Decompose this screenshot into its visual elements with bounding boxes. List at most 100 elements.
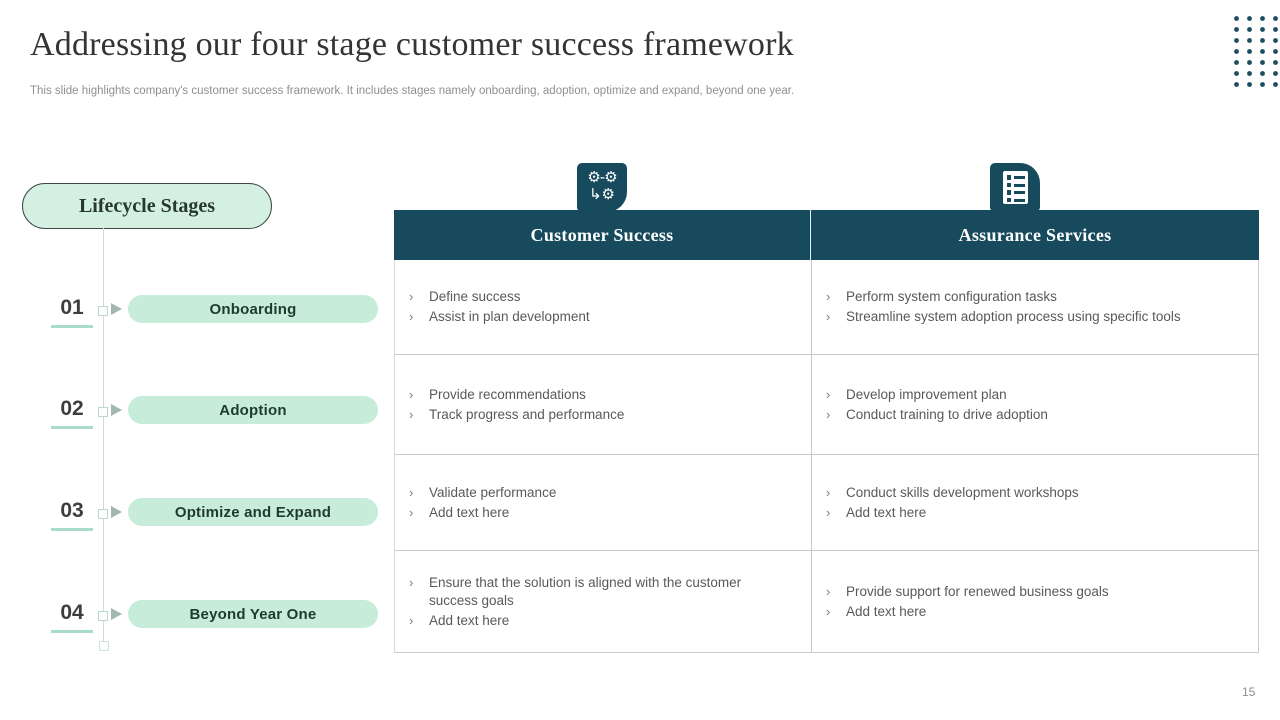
stage-number-underline	[51, 528, 93, 531]
bullet-chevron-icon: ›	[409, 406, 414, 422]
bullet-chevron-icon: ›	[826, 603, 831, 619]
stage-row-optimize-and-expand: 03 Optimize and Expand	[0, 498, 385, 538]
checklist-paper	[1002, 171, 1028, 204]
dot-grid-decoration	[1226, 10, 1279, 88]
table-cell-customer-success: › Provide recommendations › Track progress…	[395, 355, 812, 454]
stage-marker-square	[98, 407, 108, 417]
bullet-item: › Perform system configuration tasks	[812, 288, 1248, 306]
lifecycle-stages-pill: Lifecycle Stages	[22, 183, 272, 229]
table-row: › Ensure that the solution is aligned wit…	[395, 551, 1258, 653]
bullet-text: Provide recommendations	[429, 386, 586, 402]
bullet-item: › Add text here	[395, 612, 801, 630]
checklist-line	[1007, 191, 1025, 195]
bullet-item: › Add text here	[812, 504, 1248, 522]
page-number: 15	[1242, 685, 1256, 699]
table-row: › Provide recommendations › Track progress…	[395, 355, 1258, 455]
stage-row-adoption: 02 Adoption	[0, 396, 385, 436]
bullet-chevron-icon: ›	[826, 583, 831, 599]
bullet-item: › Add text here	[395, 504, 801, 522]
checklist-line	[1007, 198, 1025, 202]
framework-table: Customer Success Assurance Services › Def…	[394, 210, 1259, 653]
bullet-text: Conduct skills development workshops	[846, 484, 1079, 500]
stage-arrow-icon	[111, 506, 122, 518]
bullet-text: Develop improvement plan	[846, 386, 1007, 402]
table-row: › Define success › Assist in plan developm…	[395, 260, 1258, 355]
stage-pill: Optimize and Expand	[128, 498, 378, 526]
bullet-item: › Validate performance	[395, 484, 801, 502]
table-cell-assurance-services: › Provide support for renewed business go…	[812, 551, 1258, 652]
table-cell-assurance-services: ›Conduct skills development workshops › A…	[812, 455, 1258, 550]
bullet-text: Assist in plan development	[429, 309, 590, 324]
bullet-item: ›Conduct skills development workshops	[812, 484, 1248, 502]
table-header-customer-success: Customer Success	[394, 210, 811, 260]
bullet-chevron-icon: ›	[409, 386, 414, 402]
bullet-item: › Ensure that the solution is aligned wit…	[395, 574, 801, 610]
bullet-chevron-icon: ›	[409, 504, 414, 520]
bullet-chevron-icon: ›	[826, 504, 831, 520]
bullet-text: Validate performance	[429, 484, 557, 500]
bullet-chevron-icon: ›	[409, 289, 414, 304]
bullet-text: Add text here	[429, 504, 510, 520]
bullet-chevron-icon: ›	[409, 309, 414, 324]
bullet-text: Ensure that the solution is aligned with…	[429, 574, 742, 608]
table-cell-customer-success: › Define success › Assist in plan developm…	[395, 260, 812, 354]
bullet-chevron-icon: ›	[409, 484, 414, 500]
stage-marker-square	[98, 509, 108, 519]
bullet-text: Perform system configuration tasks	[846, 289, 1057, 304]
table-header: Customer Success Assurance Services	[394, 210, 1259, 260]
stage-marker-square	[98, 306, 108, 316]
table-header-assurance-services: Assurance Services	[958, 224, 1112, 245]
bullet-text: Define success	[429, 289, 521, 304]
stage-arrow-icon	[111, 608, 122, 620]
bullet-item: › Develop improvement plan	[812, 386, 1248, 404]
stage-number: 04	[60, 601, 84, 624]
bullet-item: › Provide recommendations	[395, 386, 801, 404]
checklist-document-icon	[990, 163, 1040, 212]
stage-arrow-icon	[111, 303, 122, 315]
table-cell-customer-success: › Validate performance › Add text here	[395, 455, 812, 550]
bullet-chevron-icon: ›	[826, 309, 831, 324]
bullet-chevron-icon: ›	[826, 289, 831, 304]
bullet-chevron-icon: ›	[826, 386, 831, 402]
stage-number: 02	[60, 397, 84, 420]
bullet-item: › Define success	[395, 288, 801, 306]
bullet-text: Conduct training to drive adoption	[846, 406, 1048, 422]
stage-number-underline	[51, 630, 93, 633]
stage-number-underline	[51, 426, 93, 429]
gears-glyph: ⚙-⚙	[587, 168, 617, 186]
stage-arrow-icon	[111, 404, 122, 416]
gear-arrow-glyph: ↳⚙	[588, 185, 615, 203]
bullet-item: › Assist in plan development	[395, 308, 801, 326]
bullet-chevron-icon: ›	[409, 612, 414, 628]
stage-pill: Onboarding	[128, 295, 378, 323]
bullet-text: Add text here	[846, 504, 927, 520]
stage-number-underline	[51, 325, 93, 328]
bullet-text: Track progress and performance	[429, 406, 625, 422]
bullet-text: Add text here	[846, 603, 927, 619]
table-cell-customer-success: › Ensure that the solution is aligned wit…	[395, 551, 812, 652]
stage-row-onboarding: 01 Onboarding	[0, 295, 385, 335]
process-gears-icon: ⚙-⚙ ↳⚙	[577, 163, 627, 212]
stage-number: 03	[60, 499, 84, 522]
bullet-text: Provide support for renewed business goa…	[846, 583, 1109, 599]
stage-pill: Beyond Year One	[128, 600, 378, 628]
timeline-end-marker	[99, 641, 109, 651]
bullet-item: › Provide support for renewed business go…	[812, 583, 1248, 601]
stage-pill: Adoption	[128, 396, 378, 424]
stage-row-beyond-year-one: 04 Beyond Year One	[0, 600, 385, 640]
stage-marker-square	[98, 611, 108, 621]
bullet-item: › Add text here	[812, 603, 1248, 621]
checklist-line	[1007, 183, 1025, 187]
bullet-text: Add text here	[429, 612, 510, 628]
table-cell-assurance-services: › Develop improvement plan › Conduct train…	[812, 355, 1258, 454]
table-cell-assurance-services: › Perform system configuration tasks › Str…	[812, 260, 1258, 354]
bullet-item: › Conduct training to drive adoption	[812, 406, 1248, 424]
bullet-chevron-icon: ›	[409, 574, 414, 590]
bullet-text: Streamline system adoption process using…	[846, 309, 1181, 324]
bullet-chevron-icon: ›	[826, 406, 831, 422]
bullet-item: › Track progress and performance	[395, 406, 801, 424]
stage-number: 01	[60, 296, 84, 319]
page-title: Addressing our four stage customer succe…	[30, 26, 794, 63]
table-body: › Define success › Assist in plan developm…	[394, 260, 1259, 653]
slide-subtitle: This slide highlights company's customer…	[30, 85, 795, 97]
